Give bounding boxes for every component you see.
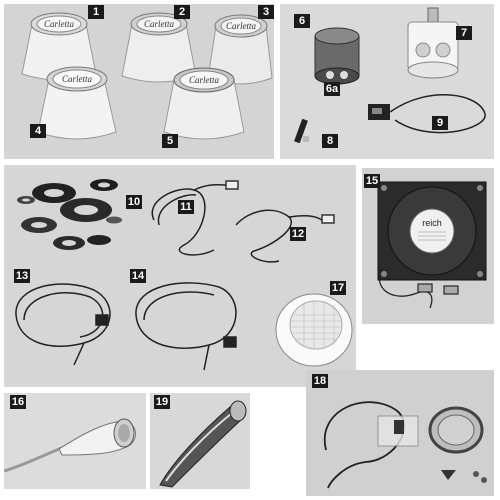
label-3: 3	[258, 5, 274, 19]
wire-14	[135, 282, 237, 371]
label-8: 8	[322, 134, 338, 148]
label-6a: 6a	[324, 82, 340, 96]
shower-head-16	[4, 418, 137, 473]
grille-17	[275, 293, 353, 367]
label-13: 13	[14, 269, 30, 283]
cartridge-6	[314, 27, 360, 85]
brand-label: Carletta	[62, 74, 93, 84]
fan-wire	[378, 267, 459, 309]
knob-1: Carletta	[21, 12, 97, 81]
kit-illustration	[323, 401, 487, 489]
brand-label: Carletta	[144, 19, 175, 29]
knob-3: Carletta	[207, 14, 273, 85]
label-18: 18	[312, 374, 328, 388]
label-2: 2	[174, 5, 190, 19]
panel-knobs: Carletta Carletta Carletta Carletta	[4, 4, 274, 159]
panel-cartridge: 6 6a 7 8 9	[280, 4, 494, 159]
fan-15: reich	[377, 181, 487, 281]
panel-shower-16: 16	[4, 393, 146, 489]
panel-kit: 18	[306, 370, 494, 496]
label-12: 12	[290, 227, 306, 241]
panel-fan: reich 15	[362, 168, 494, 324]
panel-wires: 10 11 12 13 14 17	[4, 165, 356, 387]
knob-2: Carletta	[121, 12, 197, 83]
label-6: 6	[294, 14, 310, 28]
label-19: 19	[154, 395, 170, 409]
shower-handle-19	[159, 400, 247, 488]
brand-label: Carletta	[226, 21, 257, 31]
label-16: 16	[10, 395, 26, 409]
label-5: 5	[162, 134, 178, 148]
brand-label: Carletta	[44, 19, 75, 29]
cartridge-illustration	[294, 7, 486, 144]
label-7: 7	[456, 26, 472, 40]
label-14: 14	[130, 269, 146, 283]
part-8	[294, 118, 309, 144]
fan-illustration: reich	[377, 181, 487, 309]
shower-16-illustration	[4, 418, 137, 473]
fan-label: reich	[422, 218, 442, 228]
label-4: 4	[30, 124, 46, 138]
shower-19-illustration	[159, 400, 247, 488]
knob-4: Carletta	[37, 66, 117, 140]
panel-shower-19: 19	[150, 393, 250, 489]
brand-label: Carletta	[189, 75, 220, 85]
wire-13	[15, 283, 111, 366]
label-17: 17	[330, 281, 346, 295]
label-15: 15	[364, 174, 380, 188]
knobs-illustration: Carletta Carletta Carletta Carletta	[21, 12, 273, 140]
wire-12	[235, 209, 335, 263]
label-11: 11	[178, 200, 194, 214]
kit-18	[323, 401, 487, 489]
wire-11	[151, 180, 239, 256]
label-10: 10	[126, 195, 142, 209]
washers-10	[17, 179, 122, 250]
wires-illustration	[15, 179, 353, 371]
label-1: 1	[88, 5, 104, 19]
cartridge-7	[407, 7, 459, 79]
label-9: 9	[432, 116, 448, 130]
knob-5: Carletta	[163, 67, 245, 140]
sensor-9	[368, 93, 486, 134]
